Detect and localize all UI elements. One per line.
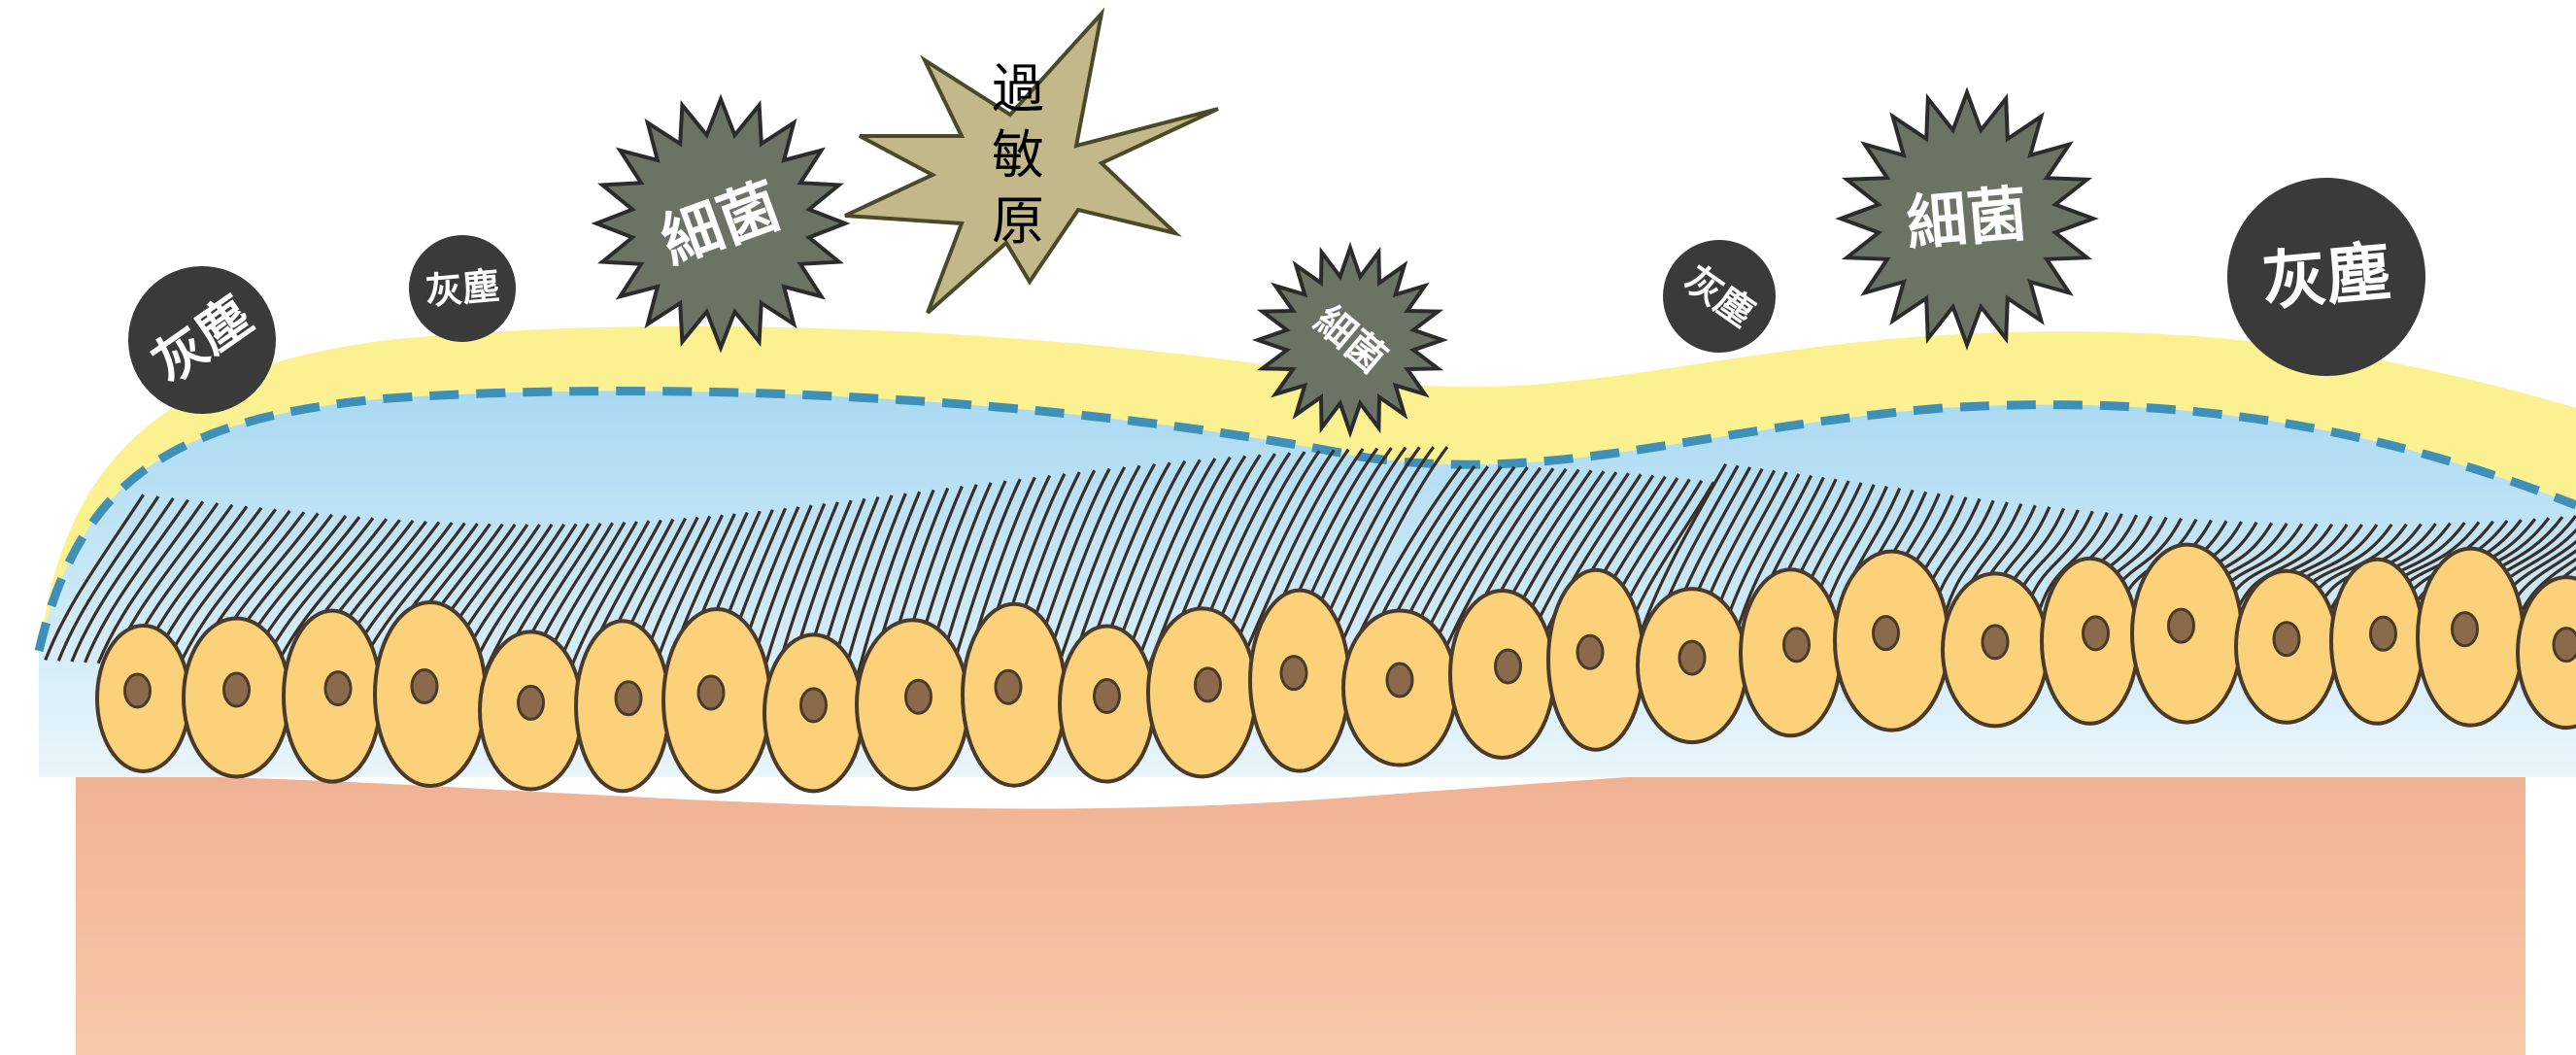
cell-nucleus [996,670,1021,703]
cell-nucleus [1496,650,1521,683]
svg-text:原: 原 [992,190,1044,252]
cell-nucleus [1679,641,1705,674]
cell-nucleus [1095,680,1120,713]
svg-text:過: 過 [992,58,1044,119]
cell-nucleus [1281,657,1306,690]
cell-nucleus [2371,617,2396,650]
cell-nucleus [2169,609,2194,642]
allergen-particle: 過 敏 原 [845,14,1218,313]
bacteria-particle: 細菌 [596,99,845,348]
dust-particle: 灰塵 [1641,218,1798,375]
svg-text:敏: 敏 [992,124,1044,186]
cell-nucleus [1577,635,1603,668]
dermis-layer [76,752,2525,1055]
cell-nucleus [224,673,250,706]
cell-nucleus [1784,629,1810,662]
cell-nucleus [1196,668,1221,701]
cell-nucleus [2453,613,2478,646]
cell-nucleus [325,672,351,705]
cell-nucleus [2274,623,2299,656]
cell-nucleus [2554,629,2576,662]
cell-nucleus [1983,626,2008,659]
svg-text:灰塵: 灰塵 [2259,234,2393,320]
dust-particle: 灰塵 [404,230,520,346]
svg-text:細菌: 細菌 [1904,178,2030,259]
cell-nucleus [1874,617,1899,650]
cell-nucleus [616,682,641,715]
cell-nucleus [801,689,827,722]
bacteria-particle: 細菌 [1841,92,2093,345]
cell-nucleus [412,670,437,703]
cell-nucleus [125,674,151,707]
cell-nucleus [906,680,932,713]
cell-nucleus [698,676,724,709]
cell-nucleus [1387,664,1412,697]
cell-nucleus [2084,617,2109,650]
cell-nucleus [519,686,544,719]
svg-text:灰塵: 灰塵 [424,264,501,313]
